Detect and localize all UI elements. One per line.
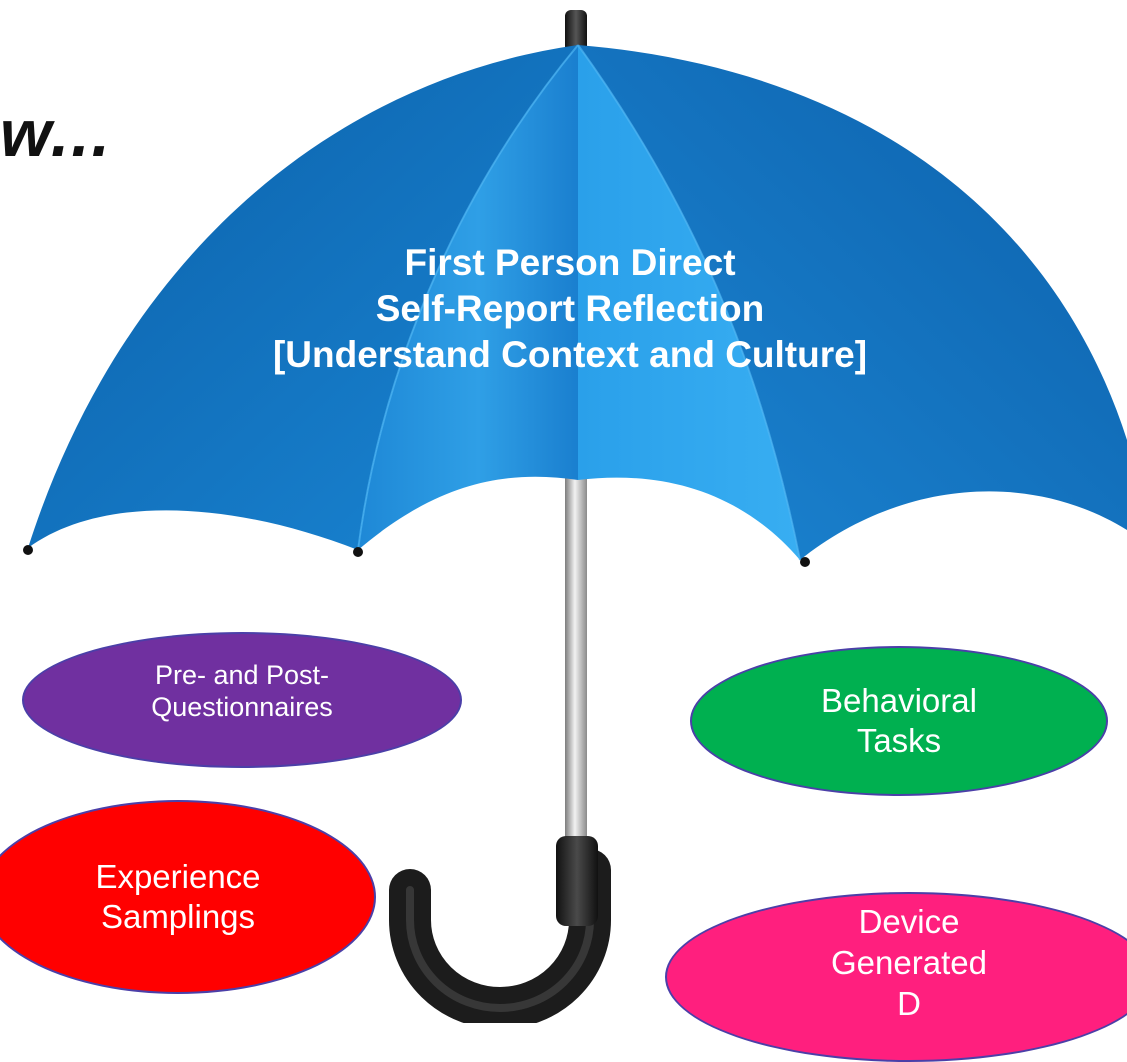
umbrella-diagram xyxy=(23,10,1127,1023)
experience-line-1: Experience xyxy=(95,858,261,895)
slide-heading: w... xyxy=(0,96,112,170)
behavioral-line-2: Tasks xyxy=(856,722,942,759)
canopy-label: First Person Direct Self-Report Reflecti… xyxy=(120,240,1020,378)
umbrella-shaft xyxy=(565,470,587,860)
canopy-line-2: Self-Report Reflection xyxy=(375,288,765,329)
device-generated-oval: Device Generated D xyxy=(665,892,1127,1062)
umbrella-handle xyxy=(389,836,611,1023)
experience-samplings-oval: Experience Samplings xyxy=(0,800,376,994)
device-line-3: D xyxy=(897,984,921,1022)
behavioral-line-1: Behavioral xyxy=(821,682,977,719)
pre-post-line-1: Pre- and Post- xyxy=(154,660,330,690)
experience-line-2: Samplings xyxy=(100,898,256,935)
device-line-1: Device xyxy=(858,902,960,940)
umbrella-canopy xyxy=(23,44,1127,567)
canopy-line-3: [Understand Context and Culture] xyxy=(272,334,868,375)
behavioral-tasks-oval: Behavioral Tasks xyxy=(690,646,1108,796)
pre-post-line-2: Questionnaires xyxy=(151,692,333,722)
umbrella-tip xyxy=(565,10,587,52)
pre-post-questionnaires-oval: Pre- and Post- Questionnaires xyxy=(22,632,462,768)
canopy-line-1: First Person Direct xyxy=(404,242,736,283)
device-line-2: Generated xyxy=(831,943,987,981)
